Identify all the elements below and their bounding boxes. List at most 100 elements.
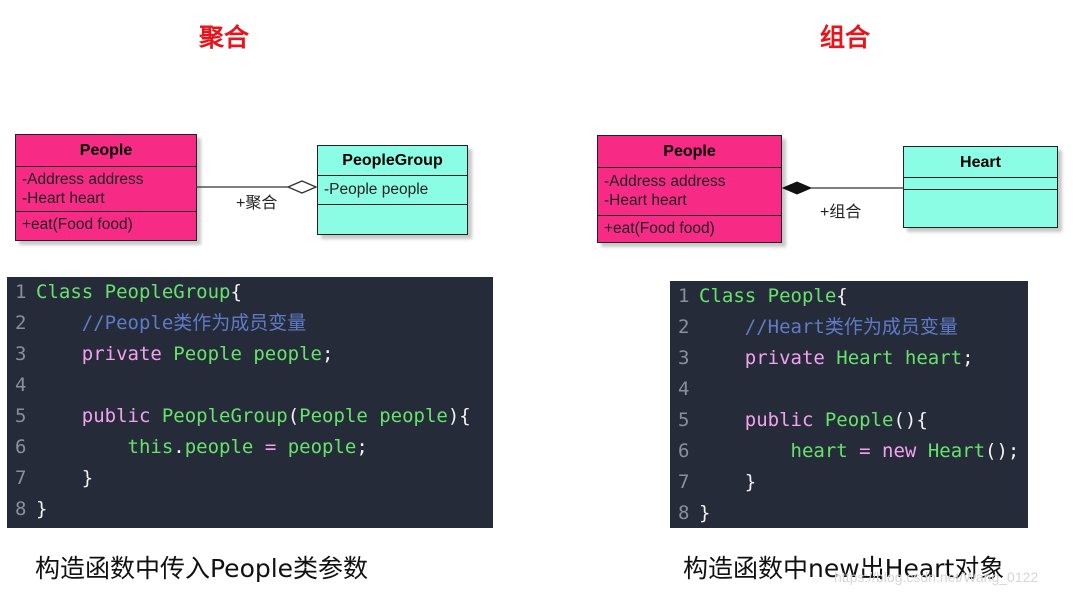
- code-line: 1 Class People{: [670, 281, 848, 312]
- aggregation-connector: [196, 180, 318, 194]
- right-people-methods: +eat(Food food): [598, 216, 781, 243]
- right-heart-class-name: Heart: [904, 147, 1057, 178]
- code-line: 7 }: [7, 463, 93, 494]
- code-token: heart: [699, 440, 848, 462]
- line-number: 2: [15, 312, 27, 334]
- line-number: 3: [678, 347, 690, 369]
- code-token: {: [836, 285, 848, 307]
- code-line: 6 heart = new Heart();: [670, 436, 1019, 467]
- code-line: 2 //Heart类作为成员变量: [670, 312, 958, 343]
- line-number: 1: [678, 285, 690, 307]
- code-line: 4: [670, 374, 699, 405]
- attr: -Heart heart: [604, 192, 687, 209]
- attr: -Heart heart: [22, 190, 105, 207]
- code-token: Heart heart: [836, 347, 963, 369]
- line-number: 1: [15, 281, 27, 303]
- line-number: 3: [15, 343, 27, 365]
- line-number: 8: [15, 498, 27, 520]
- line-number: 4: [678, 378, 690, 400]
- code-token: this: [36, 436, 174, 458]
- code-token: ;: [322, 343, 334, 365]
- code-token: }: [699, 502, 711, 524]
- left-peoplegroup-attrs: -People people: [318, 176, 467, 205]
- composition-label: +组合: [820, 204, 862, 221]
- code-token: Heart: [927, 440, 986, 462]
- code-token: People people: [299, 405, 448, 427]
- code-token: =: [847, 440, 883, 462]
- code-token: ();: [985, 440, 1020, 462]
- code-token: PeopleGroup: [161, 405, 288, 427]
- right-caption: 构造函数中new出Heart对象: [683, 554, 1005, 583]
- left-people-class-name: People: [16, 135, 196, 167]
- aggregation-label: +聚合: [236, 195, 278, 212]
- line-number: 7: [678, 471, 690, 493]
- code-token: //People类作为成员变量: [36, 312, 307, 334]
- code-token: people: [184, 436, 254, 458]
- code-line: 3 private People people;: [7, 339, 333, 370]
- code-token: new: [882, 440, 928, 462]
- code-token: .: [173, 436, 185, 458]
- line-number: 6: [678, 440, 690, 462]
- code-token: people: [287, 436, 357, 458]
- code-token: Class People: [699, 285, 837, 307]
- line-number: 4: [15, 374, 27, 396]
- code-token: (){: [893, 409, 928, 431]
- left-people-attrs: -Address address -Heart heart: [16, 167, 196, 212]
- code-line: 8}: [7, 494, 47, 525]
- left-peoplegroup-methods: [318, 205, 467, 234]
- code-token: ){: [447, 405, 471, 427]
- code-token: private: [699, 347, 837, 369]
- code-token: {: [230, 281, 242, 303]
- filled-diamond-icon: [781, 181, 813, 195]
- composition-title: 组合: [819, 23, 870, 52]
- code-token: =: [253, 436, 288, 458]
- right-heart-methods: [904, 190, 1057, 226]
- code-token: public: [699, 409, 825, 431]
- right-heart-class: Heart: [903, 146, 1058, 228]
- method: +eat(Food food): [604, 220, 715, 237]
- left-people-class: People -Address address -Heart heart +ea…: [15, 134, 197, 241]
- right-heart-attrs: [904, 178, 1057, 190]
- line-number: 5: [678, 409, 690, 431]
- code-line: 1 Class PeopleGroup{: [7, 277, 242, 308]
- left-people-methods: +eat(Food food): [16, 212, 196, 240]
- code-token: }: [36, 467, 94, 489]
- right-people-attrs: -Address address -Heart heart: [598, 168, 781, 216]
- code-line: 8}: [670, 498, 710, 529]
- right-people-class: People -Address address -Heart heart +ea…: [597, 135, 782, 243]
- code-token: (: [287, 405, 300, 427]
- code-token: ;: [962, 347, 974, 369]
- code-line: 2 //People类作为成员变量: [7, 308, 306, 339]
- code-token: Class PeopleGroup: [36, 281, 231, 303]
- code-token: public: [36, 405, 162, 427]
- line-number: 8: [678, 502, 690, 524]
- code-token: }: [699, 471, 757, 493]
- watermark: https://blog.csdn.net/Wang_0122: [834, 569, 1039, 585]
- line-number: 2: [678, 316, 690, 338]
- right-people-class-name: People: [598, 136, 781, 168]
- composition-connector: [781, 181, 904, 195]
- code-token: People: [824, 409, 894, 431]
- attr: -People people: [324, 181, 429, 198]
- code-token: ;: [356, 436, 368, 458]
- hollow-diamond-icon: [286, 180, 318, 194]
- code-line: 4: [7, 370, 36, 401]
- left-caption: 构造函数中传入People类参数: [35, 554, 369, 583]
- left-peoplegroup-class-name: PeopleGroup: [318, 146, 467, 176]
- left-peoplegroup-class: PeopleGroup -People people: [317, 145, 468, 235]
- code-token: }: [36, 498, 48, 520]
- code-line: 5 public People(){: [670, 405, 928, 436]
- line-number: 7: [15, 467, 27, 489]
- attr: -Address address: [604, 173, 726, 190]
- aggregation-title: 聚合: [198, 23, 249, 52]
- line-number: 6: [15, 436, 27, 458]
- attr: -Address address: [22, 171, 144, 188]
- code-token: private: [36, 343, 174, 365]
- code-token: People people: [173, 343, 322, 365]
- code-line: 5 public PeopleGroup(People people){: [7, 401, 471, 432]
- code-line: 3 private Heart heart;: [670, 343, 974, 374]
- method: +eat(Food food): [22, 216, 133, 233]
- code-line: 7 }: [670, 467, 756, 498]
